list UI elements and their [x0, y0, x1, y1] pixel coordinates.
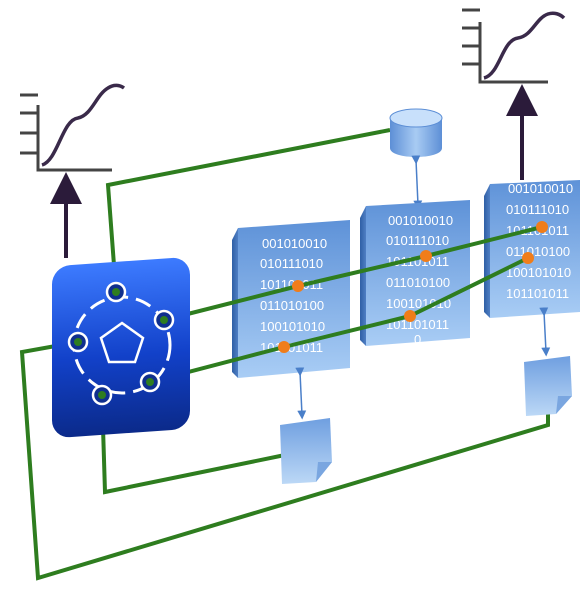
- binary-panel-2: 001010010 010111010 101101011 011010100 …: [360, 200, 470, 347]
- binary-panel-3: 001010010 010111010 101101011 011010100 …: [484, 180, 580, 318]
- binary-line: 101101011: [260, 277, 323, 292]
- binary-line: 001010010: [508, 181, 573, 196]
- junction-dot: [404, 310, 416, 322]
- binary-line: 0: [414, 332, 421, 347]
- database-icon: [389, 108, 443, 157]
- document-icon-center: [280, 418, 332, 484]
- junction-dot: [522, 252, 534, 264]
- binary-line: 010111010: [386, 233, 449, 248]
- binary-line: 100101010: [260, 319, 325, 334]
- junction-dot: [292, 280, 304, 292]
- junction-dot: [278, 341, 290, 353]
- document-icon-right: [524, 356, 572, 416]
- binary-line: 001010010: [388, 213, 453, 228]
- binary-line: 101101011: [260, 340, 323, 355]
- binary-line: 010111010: [260, 256, 323, 271]
- binary-line: 011010100: [260, 298, 324, 313]
- binary-line: 100101010: [386, 296, 451, 311]
- junction-dot: [536, 221, 548, 233]
- binary-line: 100101010: [506, 265, 571, 280]
- binary-line: 101101011: [386, 317, 449, 332]
- junction-dot: [420, 250, 432, 262]
- binary-line: 011010100: [506, 244, 570, 259]
- panel-doc-arrow-right: [539, 307, 551, 357]
- panel-doc-arrow: [295, 367, 307, 420]
- binary-line: 101101011: [506, 286, 569, 301]
- chart-icon-right: [462, 8, 566, 84]
- binary-line: 011010100: [386, 275, 450, 290]
- junction-dots: [278, 221, 548, 353]
- db-link-arrow: [411, 155, 423, 210]
- binary-line: 010111010: [506, 202, 569, 217]
- pentagon-icon: [99, 321, 145, 364]
- panel-connector-lines: [149, 225, 543, 384]
- chart-icon-left: [20, 83, 126, 172]
- binary-line: 101101011: [386, 254, 449, 269]
- binary-line: 001010010: [262, 236, 327, 251]
